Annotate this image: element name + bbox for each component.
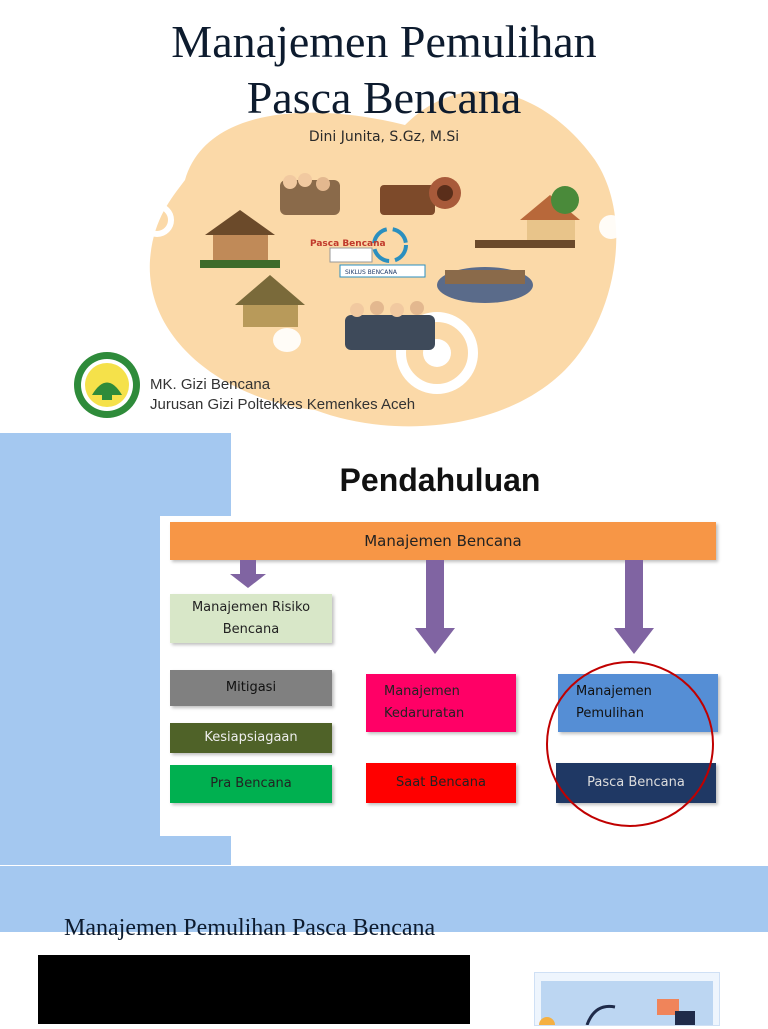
scene-house-left xyxy=(200,210,280,268)
scene-house-right xyxy=(475,186,580,248)
arrow-down-icon xyxy=(230,560,266,588)
arrow-down-icon xyxy=(614,560,654,654)
department-name: Jurusan Gizi Poltekkes Kemenkes Aceh xyxy=(150,396,416,413)
speech-bubble-icon xyxy=(599,215,620,239)
box-risk-management: Manajemen Risiko Bencana xyxy=(170,594,332,643)
illustration-label-pasca: Pasca Bencana xyxy=(310,239,386,249)
slide3-illustration xyxy=(534,972,720,1029)
scene-people-left xyxy=(280,173,340,215)
slide-title-line1: Manajemen Pemulihan xyxy=(171,16,597,67)
slide2-heading: Pendahuluan xyxy=(339,462,541,498)
video-player[interactable] xyxy=(38,955,470,1024)
poltekkes-logo xyxy=(74,352,140,418)
speech-bubble-icon xyxy=(273,328,301,352)
scene-excavator xyxy=(380,177,461,215)
highlight-circle xyxy=(546,661,714,827)
scene-hut xyxy=(235,275,305,327)
box-post-disaster: Pasca Bencana xyxy=(556,763,716,803)
illustration-label-cycle: SIKLUS BENCANA xyxy=(345,269,398,276)
box-emergency-management: Manajemen Kedaruratan xyxy=(366,674,516,732)
box-during-disaster: Saat Bencana xyxy=(366,763,516,803)
disaster-management-diagram: Manajemen Bencana Manajemen Risiko Benca… xyxy=(160,516,768,836)
scene-river xyxy=(437,267,533,303)
author-name: Dini Junita, S.Gz, M.Si xyxy=(308,129,460,145)
box-recovery-management: Manajemen Pemulihan xyxy=(558,674,718,732)
illustration-blob: Pasca Bencana SIKLUS BENCANA xyxy=(145,91,620,427)
box-pre-disaster: Pra Bencana xyxy=(170,765,332,803)
box-mitigation: Mitigasi xyxy=(170,670,332,706)
arrow-down-icon xyxy=(415,560,455,654)
slide3-header-band xyxy=(0,866,768,932)
slide-title-line2: Pasca Bencana xyxy=(246,72,522,123)
cycle-icon xyxy=(329,227,426,278)
slide3-title: Manajemen Pemulihan Pasca Bencana xyxy=(64,915,436,941)
box-preparedness: Kesiapsiagaan xyxy=(170,723,332,753)
course-name: MK. Gizi Bencana xyxy=(150,376,271,393)
diagram-top-box: Manajemen Bencana xyxy=(170,522,716,560)
scene-people-bottom xyxy=(345,301,435,350)
